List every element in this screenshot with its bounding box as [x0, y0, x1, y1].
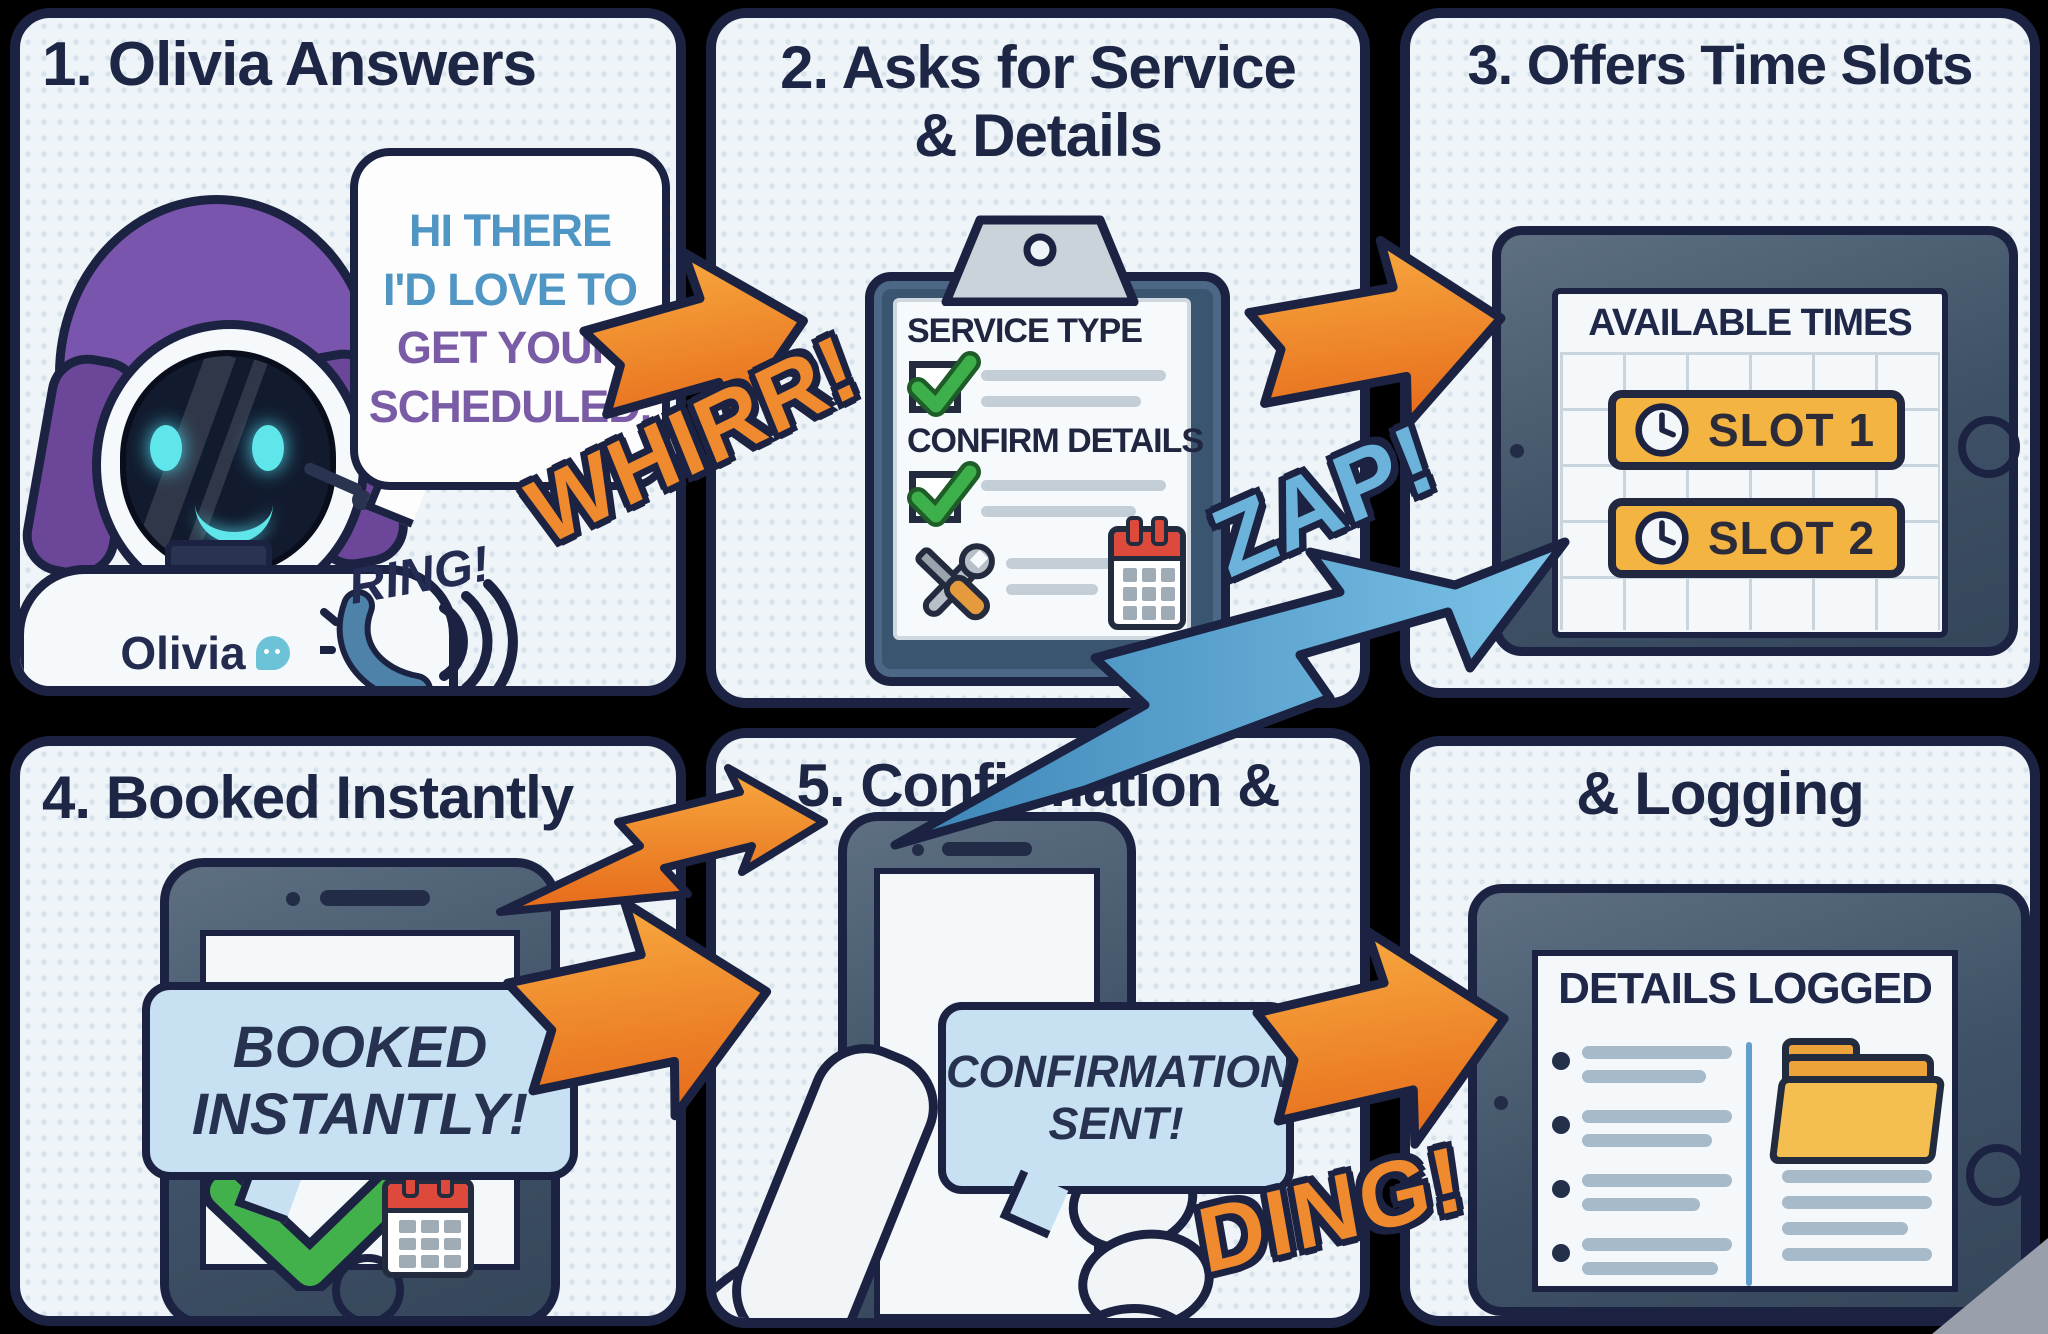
confirmation-bubble: CONFIRMATION SENT! — [938, 1002, 1294, 1194]
booked-line-2: INSTANTLY! — [191, 1082, 529, 1147]
speech-line-1: HI THERE — [408, 205, 612, 256]
list-line — [1782, 1170, 1932, 1183]
speech-line-2: I'D LOVE TO — [383, 263, 638, 315]
list-bullet — [1552, 1116, 1570, 1134]
phone-speaker-bar — [320, 890, 430, 906]
form-line — [981, 506, 1136, 517]
booked-bubble: BOOKED INSTANTLY! — [142, 982, 578, 1180]
panel-5-title: 5. Confirmation & — [796, 752, 1280, 819]
clock-icon — [1635, 511, 1689, 565]
robot-name-label: Olivia — [120, 627, 246, 679]
panel-4-title: 4. Booked Instantly — [42, 764, 574, 831]
tablet-home-button — [1966, 1144, 2028, 1206]
details-logged-heading: DETAILS LOGGED — [1558, 964, 1933, 1013]
list-bullet — [1552, 1052, 1570, 1070]
slot-1-button: SLOT 1 — [1608, 390, 1905, 470]
panel-2-title-line2: & Details — [914, 102, 1163, 169]
list-line — [1582, 1198, 1700, 1211]
service-type-label: SERVICE TYPE — [907, 312, 1143, 350]
confirmation-line-2: SENT! — [1048, 1098, 1184, 1149]
list-line — [1782, 1196, 1932, 1209]
phone-camera-dot — [912, 844, 924, 856]
list-line — [1582, 1174, 1732, 1187]
tools-icon — [915, 543, 995, 621]
list-bullet — [1552, 1244, 1570, 1262]
form-line — [981, 480, 1166, 491]
list-line — [1582, 1262, 1718, 1275]
chat-bubble-icon — [255, 636, 290, 670]
robot-eye-right — [252, 425, 284, 471]
panel-offers-time-slots: 3. Offers Time Slots AVAILABLE TIMES SLO… — [1400, 8, 2040, 698]
tablet-camera-dot — [1510, 444, 1524, 458]
panel-6-title: & Logging — [1576, 760, 1865, 827]
confirm-details-label: CONFIRM DETAILS — [907, 422, 1204, 460]
robot-smile — [195, 496, 273, 543]
list-line — [1582, 1070, 1706, 1083]
list-line — [1582, 1134, 1712, 1147]
slot-1-label: SLOT 1 — [1708, 404, 1876, 456]
list-line — [1782, 1248, 1932, 1261]
phone-home-button — [332, 1254, 404, 1316]
panel-booked-instantly: 4. Booked Instantly BOOKED INSTANTLY! — [10, 736, 686, 1326]
calendar-icon — [382, 1168, 474, 1278]
screen-divider — [1746, 1042, 1752, 1286]
slot-2-label: SLOT 2 — [1708, 512, 1876, 564]
form-line — [981, 370, 1166, 381]
list-line — [1582, 1110, 1732, 1123]
robot-name-badge: Olivia — [80, 626, 330, 680]
form-line — [1006, 558, 1121, 569]
tablet-home-button — [1958, 416, 2020, 478]
available-times-heading: AVAILABLE TIMES — [1588, 302, 1912, 344]
folder-icon-front — [1768, 1076, 1946, 1164]
list-line — [1582, 1238, 1732, 1251]
calendar-icon — [1108, 516, 1186, 630]
booked-line-1: BOOKED — [232, 1015, 488, 1080]
confirm-details-check-icon — [907, 461, 981, 527]
form-line — [1006, 584, 1098, 595]
clock-icon — [1635, 403, 1689, 457]
service-type-check-icon — [907, 351, 981, 417]
panel-2-title-line1: 2. Asks for Service — [780, 34, 1297, 101]
speech-line-3: GET YOUR — [396, 322, 624, 373]
list-line — [1782, 1222, 1908, 1235]
robot-body — [20, 565, 458, 686]
confirmation-line-1: CONFIRMATION — [946, 1046, 1293, 1097]
tablet-camera-dot — [1494, 1096, 1508, 1110]
robot-eye-left — [150, 425, 182, 471]
phone-handset-icon — [320, 579, 518, 686]
panel-logging: & Logging DETAILS LOGGED — [1400, 736, 2040, 1326]
panel-3-title: 3. Offers Time Slots — [1467, 33, 1974, 96]
phone-camera-dot — [286, 892, 300, 906]
slot-2-button: SLOT 2 — [1608, 498, 1905, 578]
phone-speaker-bar — [942, 842, 1032, 856]
clipboard-clip — [941, 215, 1139, 306]
form-line — [981, 396, 1141, 407]
panel-1-title: 1. Olivia Answers — [42, 30, 537, 99]
panel-olivia-answers: 1. Olivia Answers Olivia HI THERE I'D LO… — [10, 8, 686, 696]
list-bullet — [1552, 1180, 1570, 1198]
list-line — [1582, 1046, 1732, 1059]
